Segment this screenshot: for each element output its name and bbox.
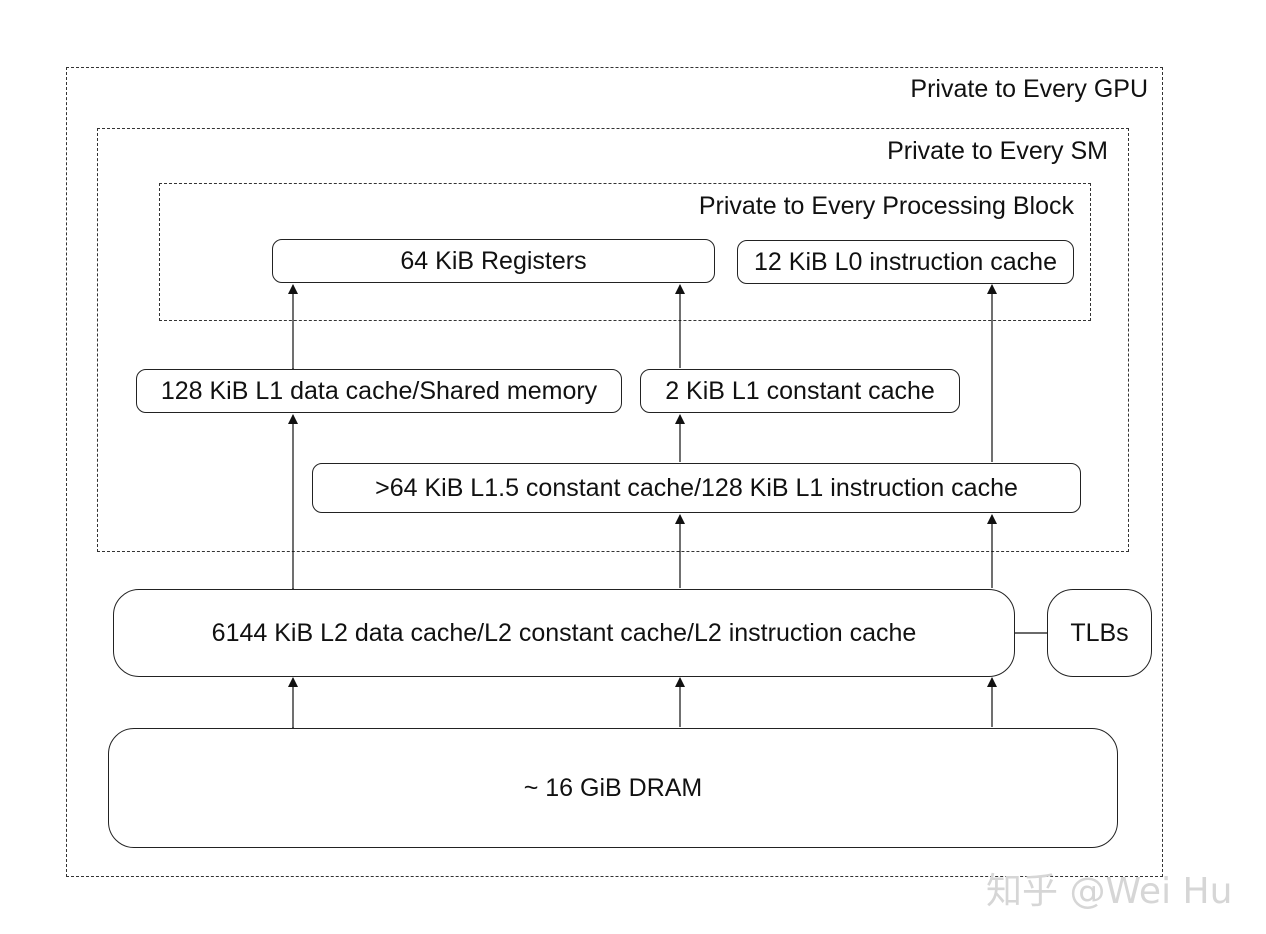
gpu-region-label: Private to Every GPU bbox=[910, 75, 1148, 103]
processing-block-region-label: Private to Every Processing Block bbox=[698, 192, 1074, 220]
l1-data-cache-label: 128 KiB L1 data cache/Shared memory bbox=[160, 376, 598, 405]
watermark: 知乎 @Wei Hu bbox=[986, 871, 1233, 912]
l1-data-cache-box: 128 KiB L1 data cache/Shared memory bbox=[136, 369, 622, 413]
dram-label: ~ 16 GiB DRAM bbox=[523, 773, 703, 802]
l1-constant-cache-label: 2 KiB L1 constant cache bbox=[665, 376, 935, 405]
l1-constant-cache-box: 2 KiB L1 constant cache bbox=[640, 369, 960, 413]
dram-box: ~ 16 GiB DRAM bbox=[108, 728, 1118, 848]
l0-instruction-cache-label: 12 KiB L0 instruction cache bbox=[754, 247, 1057, 276]
l15-cache-box: >64 KiB L1.5 constant cache/128 KiB L1 i… bbox=[312, 463, 1081, 513]
l0-instruction-cache-box: 12 KiB L0 instruction cache bbox=[737, 240, 1074, 284]
gpu-region bbox=[66, 67, 1163, 877]
sm-region bbox=[97, 128, 1129, 552]
registers-label: 64 KiB Registers bbox=[400, 246, 587, 275]
processing-block-region bbox=[159, 183, 1091, 321]
l2-cache-box: 6144 KiB L2 data cache/L2 constant cache… bbox=[113, 589, 1015, 677]
l15-cache-label: >64 KiB L1.5 constant cache/128 KiB L1 i… bbox=[375, 473, 1018, 502]
l2-cache-label: 6144 KiB L2 data cache/L2 constant cache… bbox=[211, 618, 917, 647]
tlbs-label: TLBs bbox=[1070, 618, 1129, 647]
tlbs-box: TLBs bbox=[1047, 589, 1152, 677]
sm-region-label: Private to Every SM bbox=[887, 137, 1108, 165]
registers-box: 64 KiB Registers bbox=[272, 239, 715, 283]
